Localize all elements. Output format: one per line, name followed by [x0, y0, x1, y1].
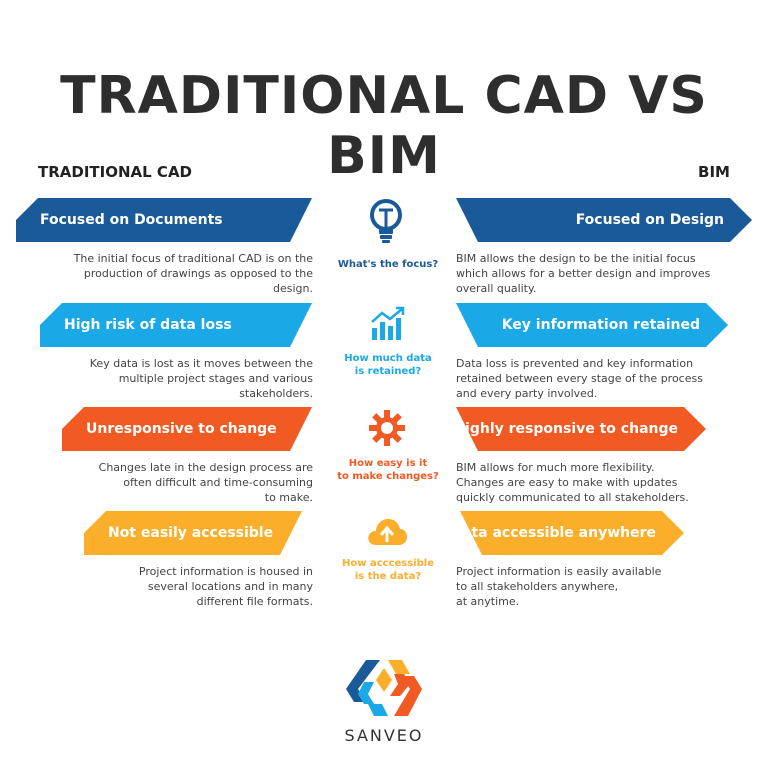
- desc-bim-data: Data loss is prevented and key informati…: [456, 356, 746, 401]
- banner-key-information-retained: Key information retained: [456, 303, 728, 347]
- sanveo-logo-icon: [346, 660, 422, 716]
- banner-not-easily-accessible: Not easily accessible: [84, 511, 302, 555]
- banner-highly-responsive-to-change: Highly responsive to change: [456, 407, 706, 451]
- question-line: to make changes?: [337, 471, 439, 482]
- desc-line: and every party involved.: [456, 387, 598, 400]
- desc-line: quickly communicated to all stakeholders…: [456, 491, 689, 504]
- question-line: How acccessible: [342, 558, 434, 569]
- cloud-upload-icon: [368, 519, 407, 545]
- question-line: How easy is it: [348, 458, 428, 469]
- banner-data-accessible-anywhere: Data accessible anywhere: [460, 511, 684, 555]
- bar-chart-icon: [371, 306, 405, 340]
- desc-bim-change: BIM allows for much more flexibility. Ch…: [456, 460, 746, 505]
- desc-line: Changes late in the design process are: [98, 461, 313, 474]
- desc-bim-focus: BIM allows the design to be the initial …: [456, 251, 746, 296]
- brand-name: SANVEO: [344, 726, 424, 745]
- desc-line: Key data is lost as it moves between the: [89, 357, 313, 370]
- desc-line: to make.: [264, 491, 313, 504]
- column-header-traditional-cad: TRADITIONAL CAD: [38, 163, 192, 181]
- gear-icon: [369, 410, 405, 446]
- desc-line: at anytime.: [456, 595, 520, 608]
- desc-line: several locations and in many: [147, 580, 313, 593]
- desc-line: multiple project stages and various: [118, 372, 313, 385]
- desc-line: design.: [273, 282, 313, 295]
- desc-line: BIM allows the design to be the initial …: [456, 252, 696, 265]
- desc-line: BIM allows for much more flexibility.: [456, 461, 655, 474]
- desc-line: Project information is easily available: [456, 565, 662, 578]
- question-accessible: How acccessible is the data?: [330, 557, 446, 583]
- desc-line: often difficult and time-consuming: [123, 476, 313, 489]
- desc-cad-change: Changes late in the design process are o…: [40, 460, 313, 505]
- question-line: is retained?: [354, 366, 422, 377]
- desc-line: different file formats.: [196, 595, 313, 608]
- question-changes: How easy is it to make changes?: [330, 457, 446, 483]
- desc-line: The initial focus of traditional CAD is …: [73, 252, 313, 265]
- question-line: is the data?: [354, 571, 422, 582]
- desc-line: retained between every stage of the proc…: [456, 372, 703, 385]
- desc-cad-access: Project information is housed in several…: [40, 564, 313, 609]
- page-title: TRADITIONAL CAD VS BIM: [60, 66, 708, 186]
- desc-line: to all stakeholders anywhere,: [456, 580, 619, 593]
- desc-line: production of drawings as opposed to the: [83, 267, 313, 280]
- question-focus: What's the focus?: [337, 259, 439, 270]
- question-data-retained: How much data is retained?: [330, 352, 446, 378]
- column-header-bim: BIM: [698, 163, 730, 181]
- desc-bim-access: Project information is easily available …: [456, 564, 746, 609]
- banner-high-risk-of-data-loss: High risk of data loss: [40, 303, 312, 347]
- desc-cad-data: Key data is lost as it moves between the…: [40, 356, 313, 401]
- desc-line: Project information is housed in: [138, 565, 313, 578]
- banner-focused-on-documents: Focused on Documents: [16, 198, 312, 242]
- desc-line: stakeholders.: [239, 387, 313, 400]
- desc-line: Changes are easy to make with updates: [456, 476, 678, 489]
- lightbulb-icon: [370, 199, 402, 243]
- desc-cad-focus: The initial focus of traditional CAD is …: [40, 251, 313, 296]
- banner-unresponsive-to-change: Unresponsive to change: [62, 407, 312, 451]
- banner-focused-on-design: Focused on Design: [456, 198, 752, 242]
- desc-line: Data loss is prevented and key informati…: [456, 357, 694, 370]
- desc-line: which allows for a better design and imp…: [456, 267, 711, 280]
- question-line: How much data: [344, 353, 432, 364]
- desc-line: overall quality.: [456, 282, 537, 295]
